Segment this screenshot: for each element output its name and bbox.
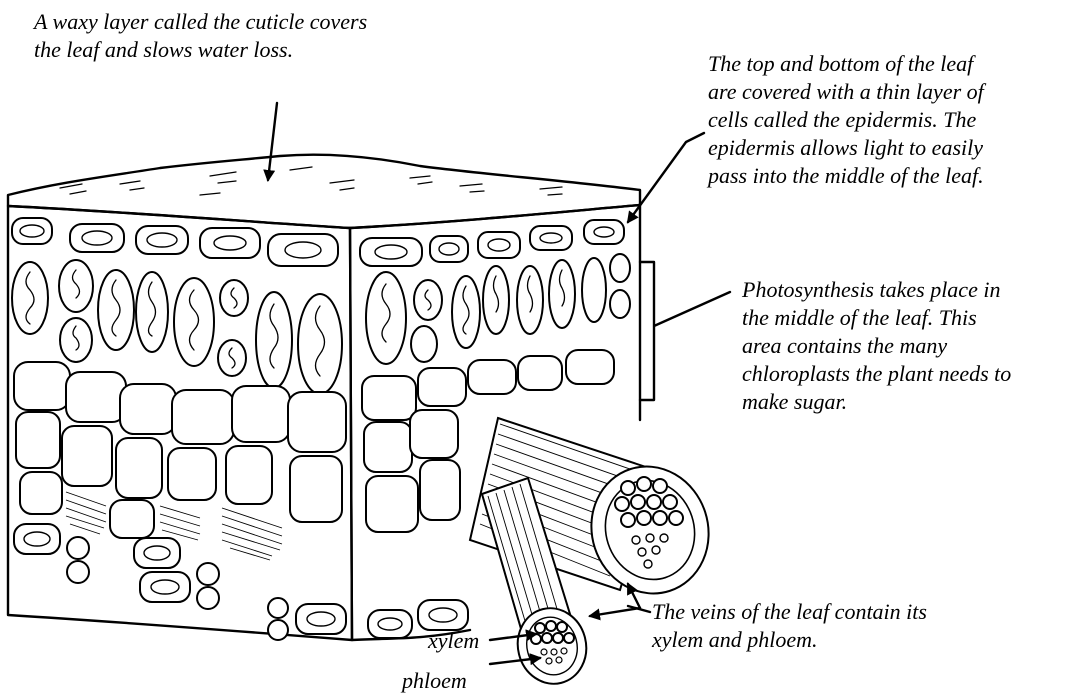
epidermis-cell <box>136 226 188 254</box>
epidermis-cell <box>12 218 52 244</box>
cuticle-arrow <box>268 103 277 180</box>
epidermis-cell <box>584 220 624 244</box>
epidermis-cell <box>430 236 468 262</box>
palisade-cell <box>98 270 134 350</box>
palisade-cell <box>483 266 509 334</box>
palisade-cell <box>414 280 442 320</box>
epidermis-cell <box>360 238 422 266</box>
cuticle-annotation: A waxy layer called the cuticle covers t… <box>34 8 367 64</box>
epidermis-cell <box>418 600 468 630</box>
photosynthesis-annotation: Photosynthesis takes place in the middle… <box>742 276 1011 416</box>
veins-arrow-small <box>590 608 640 616</box>
palisade-cell <box>136 272 168 352</box>
epidermis-cell <box>200 228 260 258</box>
epidermis-cell <box>70 224 124 252</box>
epidermis-cell <box>368 610 412 638</box>
epidermis-cell <box>268 234 338 266</box>
palisade-cell <box>366 272 406 364</box>
veins-annotation: The veins of the leaf contain its xylem … <box>652 598 927 654</box>
palisade-cell <box>582 258 606 322</box>
epidermis-cell <box>530 226 572 250</box>
xylem-label: xylem <box>428 628 479 654</box>
lower-epidermis <box>14 524 468 640</box>
palisade-cell <box>218 340 246 376</box>
palisade-cell <box>256 292 292 388</box>
palisade-cell <box>12 262 48 334</box>
phloem-label: phloem <box>402 668 467 694</box>
epidermis-cell <box>296 604 346 634</box>
epidermis-annotation: The top and bottom of the leaf are cover… <box>708 50 984 190</box>
palisade-cell <box>411 326 437 362</box>
cuticle-surface <box>8 155 640 228</box>
palisade-cell <box>174 278 214 366</box>
palisade-cell <box>610 254 630 318</box>
palisade-cell <box>452 276 480 348</box>
epidermis-cell <box>140 572 190 602</box>
palisade-cell <box>220 280 248 316</box>
epidermis-cell <box>478 232 520 258</box>
palisade-cell <box>298 294 342 394</box>
palisade-cell <box>517 266 543 334</box>
photosynthesis-bracket <box>640 262 730 400</box>
palisade-cell <box>549 260 575 328</box>
palisade-cell <box>59 260 93 312</box>
epidermis-cell <box>14 524 60 554</box>
epidermis-cell <box>134 538 180 568</box>
palisade-cell <box>60 318 92 362</box>
